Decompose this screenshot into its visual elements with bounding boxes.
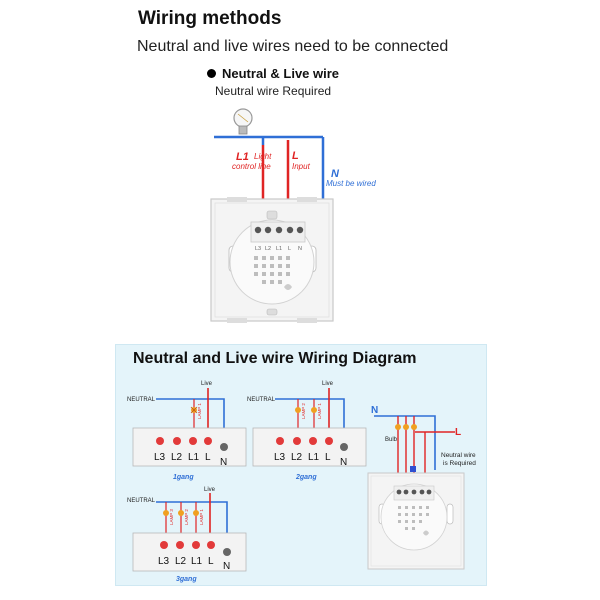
lamp-icon (193, 510, 199, 516)
gang3-lamp3-label: LAMP 3 (169, 509, 174, 525)
method-title: Neutral & Live wire (207, 66, 339, 81)
top-terminal-l2: L2 (265, 246, 271, 252)
gang2-live-label: Live (322, 381, 334, 387)
lamp-icon (295, 407, 301, 413)
gang3-terminal-n: N (223, 561, 230, 572)
top-terminal-l3: L3 (255, 246, 261, 252)
gang2-lamp2-label: LAMP 2 (301, 403, 306, 419)
logo-icon (423, 530, 429, 536)
gang2-lamp1-label: LAMP 1 (317, 403, 322, 419)
gang3-terminal-l2: L2 (175, 556, 187, 567)
gang3-terminal-l: L (208, 556, 214, 567)
gang2-diagram: Live NEUTRAL LAMP 2 LAMP 1 L3 L2 L1 L N … (247, 381, 367, 481)
lamp-icon (395, 424, 401, 430)
method-title-text: Neutral & Live wire (222, 66, 340, 81)
top-wiring-illustration: L1 Light control line L Input N Must be … (210, 108, 376, 323)
right-switch-diagram: N L Bulb Neutral wire is Required (367, 405, 476, 570)
gang3-live-label: Live (204, 487, 216, 493)
gang2-neutral-label: NEUTRAL (247, 397, 276, 403)
n-code: N (331, 168, 340, 180)
lamp-icon (311, 407, 317, 413)
gang2-terminal-l2: L2 (291, 452, 303, 463)
gang1-label: 1gang (173, 474, 194, 481)
gang3-terminal-l3: L3 (158, 556, 170, 567)
switch-back-plate: L3 L2 L1 L N (210, 197, 334, 323)
page-subtitle: Neutral and live wires need to be connec… (137, 38, 449, 55)
lamp-icon (403, 424, 409, 430)
l1-text-2: control line (232, 162, 271, 171)
bulb-label: Bulb (385, 437, 398, 443)
gang3-terminal-l1: L1 (191, 556, 203, 567)
diagram-title: Neutral and Live wire Wiring Diagram (133, 350, 417, 367)
gang2-terminal-n: N (340, 457, 347, 468)
n-text: Must be wired (326, 179, 376, 188)
gang2-label: 2gang (295, 474, 317, 481)
gang1-terminal-l: L (205, 452, 211, 463)
top-terminal-l1: L1 (276, 246, 282, 252)
right-note-2: is Required (443, 460, 476, 467)
gang3-lamp1-label: LAMP 1 (199, 509, 204, 525)
l-code: L (292, 150, 299, 162)
gang2-terminal-l: L (325, 452, 331, 463)
lamp-icon (163, 510, 169, 516)
top-terminal-l: L (288, 246, 291, 252)
top-terminal-n: N (298, 246, 302, 252)
page-title: Wiring methods (138, 8, 282, 29)
gang1-terminal-l3: L3 (154, 452, 166, 463)
gang3-label: 3gang (176, 576, 197, 583)
right-note-1: Neutral wire (441, 452, 476, 459)
bullet-icon (207, 69, 216, 79)
gang1-live-label: Live (201, 381, 213, 387)
gang1-terminal-l1: L1 (188, 452, 200, 463)
gang1-lamp1-label: LAMP 1 (197, 403, 202, 419)
gang3-diagram: Live NEUTRAL LAMP 3 LAMP 2 LAMP 1 L3 L2 … (127, 487, 247, 583)
gang2-terminal-l3: L3 (274, 452, 286, 463)
gang1-diagram: Live NEUTRAL LAMP 1 L3 L2 L1 L N 1gang (127, 381, 247, 481)
lamp-icon (178, 510, 184, 516)
light-bulb-icon (214, 108, 323, 139)
gang3-neutral-label: NEUTRAL (127, 498, 156, 504)
right-l-code: L (455, 427, 461, 438)
gang1-terminal-l2: L2 (171, 452, 183, 463)
gang1-neutral-label: NEUTRAL (127, 397, 156, 403)
gang3-lamp2-label: LAMP 2 (184, 509, 189, 525)
lamp-icon (411, 424, 417, 430)
gang2-terminal-l1: L1 (308, 452, 320, 463)
method-subtitle: Neutral wire Required (215, 84, 332, 98)
right-n-code: N (371, 405, 378, 416)
gang1-terminal-n: N (220, 457, 227, 468)
l-text: Input (292, 162, 311, 171)
l1-code: L1 (236, 151, 249, 163)
logo-icon (284, 284, 292, 290)
l1-text-1: Light (254, 152, 272, 161)
